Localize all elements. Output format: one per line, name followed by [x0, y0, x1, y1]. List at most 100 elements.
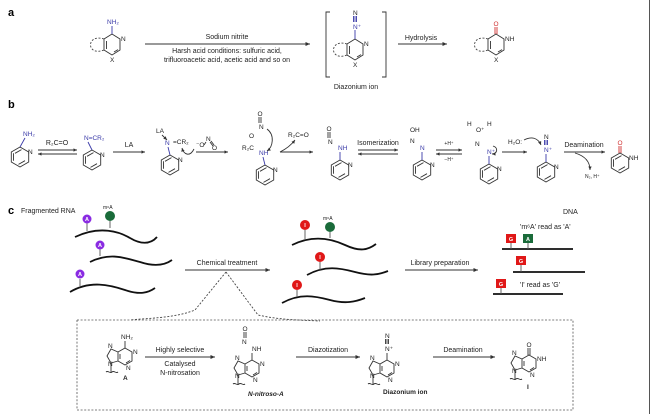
- b-water-label: H₂O:: [508, 139, 522, 146]
- ring-n-label: N: [512, 350, 517, 357]
- diazonium-caption: Diazonium ion: [334, 84, 378, 91]
- inset-adenosine: NH₂ N N N N A: [105, 334, 138, 382]
- fragmented-rna-title: Fragmented RNA: [21, 208, 76, 215]
- b-pyridyl-diazonium: N⁺ N N: [536, 134, 559, 183]
- b-leaving-arrow: [279, 139, 296, 153]
- nh-label: NH: [338, 145, 348, 152]
- adenosine-marker: [75, 269, 85, 279]
- inset-n-nitroso-a: NH N O N N N N N-nitroso-A: [232, 326, 284, 398]
- library-preparation-label: Library preparation: [411, 260, 470, 267]
- ring-n-label: N: [100, 152, 105, 159]
- nh-label: NH: [537, 356, 547, 363]
- m6a-read-note: 'm⁶A' read as 'A': [520, 224, 571, 231]
- dna-g-marker: [516, 256, 526, 265]
- h-right-label: H: [487, 121, 492, 128]
- treated-rna-strand-3: I: [281, 280, 366, 304]
- adenosine-marker: [82, 214, 92, 224]
- n1-label: N: [475, 141, 480, 148]
- dna-strand-2: G: [513, 256, 585, 273]
- n-nitroso-a-label: N-nitroso-A: [248, 391, 284, 398]
- nitrite-o-label: ⁻O: [196, 142, 205, 149]
- ring-n-label: N: [395, 361, 400, 368]
- dna-g-symbol: G: [519, 259, 523, 265]
- water-text: H₂O:: [508, 139, 522, 146]
- b-pyridone: O NH: [610, 140, 639, 174]
- nitrosation-below-label-2: N-nitrosation: [160, 370, 200, 377]
- b-la-complex: N LA =CR₂ N ⁻O N O: [156, 128, 217, 176]
- panel-c-label: c: [8, 205, 14, 217]
- nh2-label: NH₂: [23, 131, 35, 138]
- adenosine-symbol: A: [85, 217, 89, 223]
- imine-label: N=CR₂: [84, 135, 105, 142]
- ring-x-label: X: [353, 62, 358, 69]
- panel-a-diazonium-intermediate: N X N⁺ N Diazonium ion: [325, 10, 387, 91]
- ring-n-label: N: [108, 343, 113, 350]
- nitrosation-below-label-1: Catalysed: [164, 361, 195, 368]
- b-eq2-label: Isomerization: [357, 140, 399, 147]
- n-label: N: [165, 140, 170, 147]
- o-label: O: [527, 342, 532, 349]
- n-plus-label: N⁺: [385, 346, 394, 353]
- b-equilibrium-2: Isomerization: [357, 140, 399, 156]
- ring-n-label: N: [430, 162, 435, 169]
- adenosine-symbol: A: [78, 272, 82, 278]
- ring-n-label: N: [260, 361, 265, 368]
- b-eq3-above: +H⁺: [444, 141, 454, 147]
- panel-a-label: a: [8, 7, 15, 19]
- dna-a-marker: [523, 234, 533, 243]
- mechanism-inset-box: [76, 319, 574, 411]
- inosine-marker: [300, 220, 310, 230]
- ring-n-label: N: [235, 355, 240, 362]
- zoom-dash-right: [225, 271, 321, 322]
- ring-n-label: N: [126, 365, 131, 372]
- b-n-nitrosamine: NH N O N: [327, 126, 353, 181]
- inosine-symbol: I: [319, 255, 321, 261]
- ring-n-label: N: [530, 372, 535, 379]
- ring-x-label: X: [110, 57, 115, 64]
- panel-c: c Fragmented RNA A m⁶A A A Chemical trea…: [8, 205, 585, 411]
- treated-rna-strand-2: I: [306, 252, 389, 276]
- b-tetrahedral-intermediate: NH R₂C O N O N: [242, 111, 278, 186]
- nh-label: NH: [505, 36, 515, 43]
- b-aminopyridine: NH₂ N: [10, 131, 35, 168]
- m6a-label: m⁶A: [323, 216, 333, 222]
- dna-g-symbol: G: [509, 237, 513, 243]
- ring-n-label: N: [388, 377, 393, 384]
- nitrite-n-label: N: [206, 136, 211, 143]
- n-top-label: N: [353, 10, 358, 17]
- nitrite-o2-label: O: [212, 145, 217, 152]
- inosine-symbol: I: [304, 223, 306, 229]
- b-byproduct-arrow: [574, 152, 592, 171]
- cr2-label: =CR₂: [173, 139, 189, 146]
- ring-n-label: N: [370, 373, 375, 380]
- inosine-marker: [315, 252, 325, 262]
- ring-n-label: N: [348, 162, 353, 169]
- b-imine: N=CR₂ N: [82, 135, 105, 171]
- i-compound-label: I: [527, 384, 529, 391]
- nh-label: NH: [629, 155, 639, 162]
- panel-a: a NH₂ N X Sodium nitrite Harsh acid cond…: [8, 7, 515, 91]
- ring-n-label: N: [253, 377, 258, 384]
- panel-a-arrow-1-below-2: trifluoroacetic acid, acetic acid and so…: [164, 57, 290, 64]
- inset-diazonium-ion: N⁺ N N N N N Diazonium ion: [367, 333, 427, 396]
- diazotization-label: Diazotization: [308, 347, 348, 354]
- n-nitroso-label: N: [259, 124, 264, 131]
- ring-n-label: N: [370, 355, 375, 362]
- b-equilibrium-3: +H⁺ −H⁺: [436, 141, 462, 163]
- n-label: N: [328, 139, 333, 146]
- dna-title: DNA: [563, 209, 578, 216]
- b-deamination-label: Deamination: [564, 142, 603, 149]
- b-diazohydroxide: N N OH N: [410, 127, 435, 181]
- panel-a-arrow-1-above: Sodium nitrite: [206, 34, 249, 41]
- h-left-label: H: [467, 121, 472, 128]
- panel-b: b NH₂ N R₂C=O N=CR₂ N LA N LA: [8, 99, 639, 186]
- adenosine-symbol: A: [98, 243, 102, 249]
- chemical-treatment-label: Chemical treatment: [197, 260, 258, 267]
- o-label: O: [618, 140, 623, 147]
- adenosine-marker: [95, 240, 105, 250]
- ring-n-label: N: [121, 36, 126, 43]
- oh-label: OH: [410, 127, 420, 134]
- dna-strand-3: G: [493, 279, 563, 295]
- b-eq1-label: R₂C=O: [46, 140, 69, 147]
- ring-n-label: N: [512, 368, 517, 375]
